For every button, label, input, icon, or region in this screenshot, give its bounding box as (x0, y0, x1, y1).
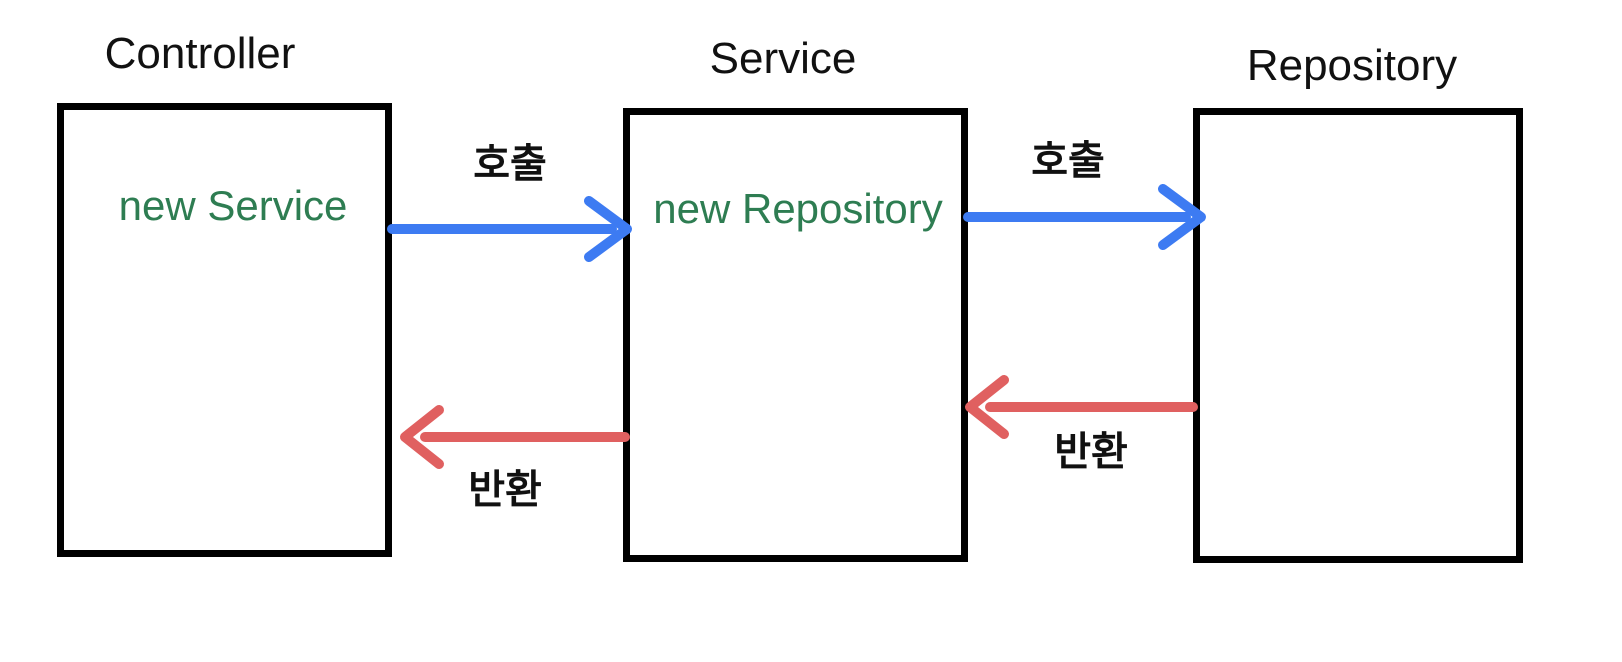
call-arrow-service-to-repository (963, 184, 1206, 250)
arrow-head (965, 375, 1009, 439)
arrow-head (400, 405, 444, 469)
node-title-controller: Controller (104, 29, 296, 78)
call-arrow-controller-to-service (387, 196, 632, 262)
return-arrow-service-to-controller (400, 405, 630, 469)
arrow-label-return-repository-to-service: 반환 (1054, 430, 1128, 474)
node-title-service: Service (709, 34, 857, 83)
arrow-head (584, 196, 632, 262)
return-arrow-repository-to-service (965, 375, 1198, 439)
node-box-repository (1193, 108, 1523, 563)
arrow-label-call-2: 호출 (1031, 139, 1105, 183)
node-title-repository: Repository (1246, 41, 1458, 90)
arrow-label-return-service-to-controller: 반환 (468, 468, 542, 512)
instantiation-text-new-service: new Service (118, 182, 348, 229)
node-box-controller: new Service (57, 103, 392, 557)
arrow-label-call-1: 호출 (473, 142, 547, 186)
node-box-service: new Repository (623, 108, 968, 562)
instantiation-text-new-repository: new Repository (653, 185, 943, 232)
